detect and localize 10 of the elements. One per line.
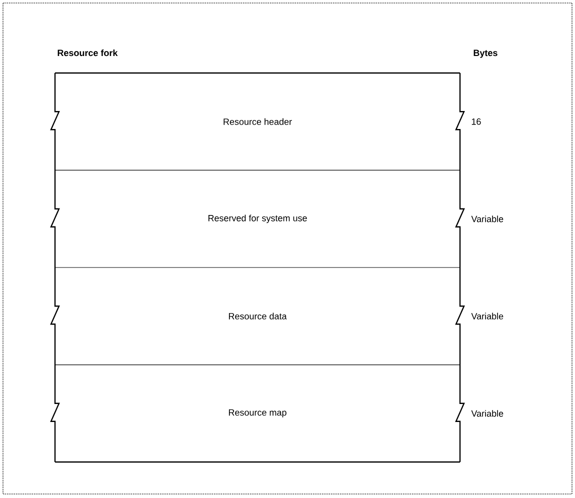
segment-label: Resource data: [228, 312, 287, 320]
size-value: Variable: [471, 312, 504, 320]
segment-label: Resource header: [224, 118, 292, 125]
segment-label: Reserved for system use: [208, 214, 307, 224]
box-heading: Resource fork: [58, 49, 118, 56]
size-value: 16: [472, 118, 481, 125]
size-value: Variable: [471, 216, 504, 222]
size-value: Variable: [471, 410, 504, 417]
column-heading: Bytes: [474, 50, 498, 58]
segment-label: Resource map: [228, 409, 286, 418]
